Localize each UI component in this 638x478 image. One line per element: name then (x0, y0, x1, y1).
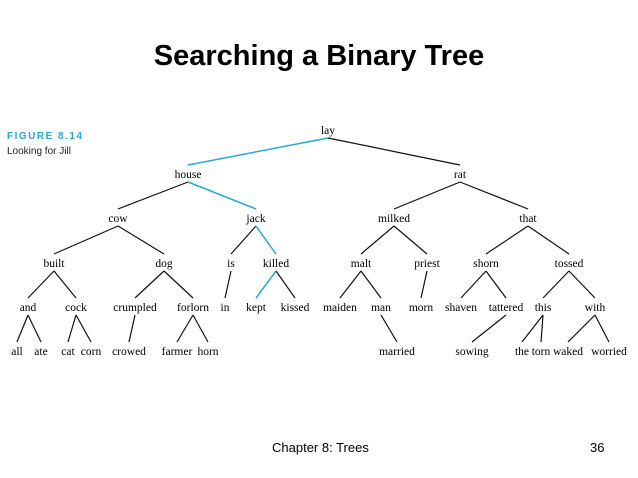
tree-node-maiden: maiden (323, 302, 357, 314)
tree-node-tossed: tossed (555, 258, 584, 270)
tree-edge-cow-dog (117, 225, 165, 255)
tree-node-lay: lay (321, 125, 335, 137)
tree-node-malt: malt (351, 258, 372, 270)
tree-edge-with-worried (594, 314, 610, 343)
tree-edge-built-cock (53, 270, 77, 299)
tree-edge-rat-milked (393, 181, 461, 210)
tree-node-ate: ate (34, 346, 47, 358)
tree-edge-malt-maiden (339, 270, 362, 299)
tree-node-cow: cow (108, 213, 128, 225)
page-number: 36 (590, 440, 605, 455)
tree-node-farmer: farmer (162, 346, 193, 358)
tree-nodes: lay house rat cow jack milked that built dog is ki… (11, 125, 627, 358)
tree-edge-crumpled-crowed (128, 314, 136, 343)
tree-node-that: that (519, 213, 537, 225)
tree-edge-is-in (224, 270, 232, 299)
tree-node-forlorn: forlorn (177, 302, 209, 314)
tree-edge-built-and (27, 270, 55, 299)
tree-edges (16, 137, 610, 343)
tree-node-jack: jack (245, 213, 265, 225)
tree-node-house: house (175, 169, 202, 181)
tree-edge-cock-corn (75, 314, 92, 343)
tree-node-is: is (227, 258, 235, 270)
tree-node-and: and (20, 302, 37, 314)
tree-edge-house-cow (117, 181, 189, 210)
tree-node-dog: dog (155, 258, 173, 270)
tree-node-shorn: shorn (473, 258, 499, 270)
tree-edge-jack-killed-search-path (255, 225, 277, 255)
tree-node-shaven: shaven (445, 302, 477, 314)
tree-node-priest: priest (414, 258, 440, 270)
tree-node-all: all (11, 346, 23, 358)
tree-edge-tattered-sowing (471, 314, 507, 343)
tree-node-crowed: crowed (112, 346, 146, 358)
tree-edge-this-the (521, 314, 544, 343)
tree-edge-shorn-tattered (485, 270, 507, 299)
slide-title: Searching a Binary Tree (153, 40, 485, 72)
figure-label: FIGURE 8.14 (7, 131, 84, 142)
tree-node-built: built (43, 258, 65, 270)
tree-edge-rat-that (459, 181, 529, 210)
tree-node-torn: torn (532, 346, 551, 358)
tree-edge-shorn-shaven (460, 270, 487, 299)
tree-node-this: this (535, 302, 552, 314)
tree-node-crumpled: crumpled (113, 302, 157, 314)
slide-footer: Chapter 8: Trees (272, 440, 369, 455)
tree-edge-lay-rat (327, 137, 461, 166)
tree-edge-and-all (16, 314, 29, 343)
tree-edge-cock-cat (67, 314, 77, 343)
tree-node-in: in (221, 302, 230, 314)
tree-node-the: the (515, 346, 529, 358)
tree-edge-that-shorn (485, 225, 529, 255)
tree-edge-killed-kept-search-path (255, 270, 277, 299)
tree-edge-tossed-with (568, 270, 596, 299)
tree-edge-man-married (380, 314, 398, 343)
tree-edge-milked-malt (360, 225, 395, 255)
tree-edge-lay-house-search-path (187, 137, 329, 166)
tree-node-kept: kept (246, 302, 267, 314)
tree-edge-cow-built (53, 225, 119, 255)
tree-node-worried: worried (591, 346, 627, 358)
tree-edge-dog-forlorn (163, 270, 194, 299)
tree-node-rat: rat (454, 169, 467, 181)
tree-edge-jack-is (230, 225, 257, 255)
tree-node-killed: killed (263, 258, 289, 270)
tree-node-horn: horn (197, 346, 218, 358)
tree-edge-tossed-this (542, 270, 570, 299)
tree-node-corn: corn (81, 346, 102, 358)
tree-node-tattered: tattered (489, 302, 524, 314)
tree-node-milked: milked (378, 213, 410, 225)
tree-node-waked: waked (553, 346, 583, 358)
tree-edge-killed-kissed (275, 270, 296, 299)
tree-node-kissed: kissed (281, 302, 310, 314)
tree-edge-this-torn (540, 314, 544, 343)
tree-edge-milked-priest (393, 225, 428, 255)
tree-node-with: with (585, 302, 606, 314)
tree-node-married: married (379, 346, 415, 358)
tree-edge-and-ate (27, 314, 42, 343)
tree-node-cat: cat (61, 346, 75, 358)
tree-edge-priest-morn (420, 270, 428, 299)
figure-caption: Looking for Jill (7, 146, 71, 157)
tree-edge-forlorn-horn (192, 314, 209, 343)
tree-node-man: man (371, 302, 391, 314)
tree-edge-dog-crumpled (134, 270, 165, 299)
tree-edge-forlorn-farmer (176, 314, 194, 343)
tree-edge-house-jack-search-path (187, 181, 257, 210)
tree-edge-with-waked (567, 314, 596, 343)
tree-node-morn: morn (409, 302, 434, 314)
tree-edge-malt-man (360, 270, 382, 299)
tree-edge-that-tossed (527, 225, 570, 255)
tree-node-sowing: sowing (455, 346, 488, 358)
tree-node-cock: cock (65, 302, 87, 314)
